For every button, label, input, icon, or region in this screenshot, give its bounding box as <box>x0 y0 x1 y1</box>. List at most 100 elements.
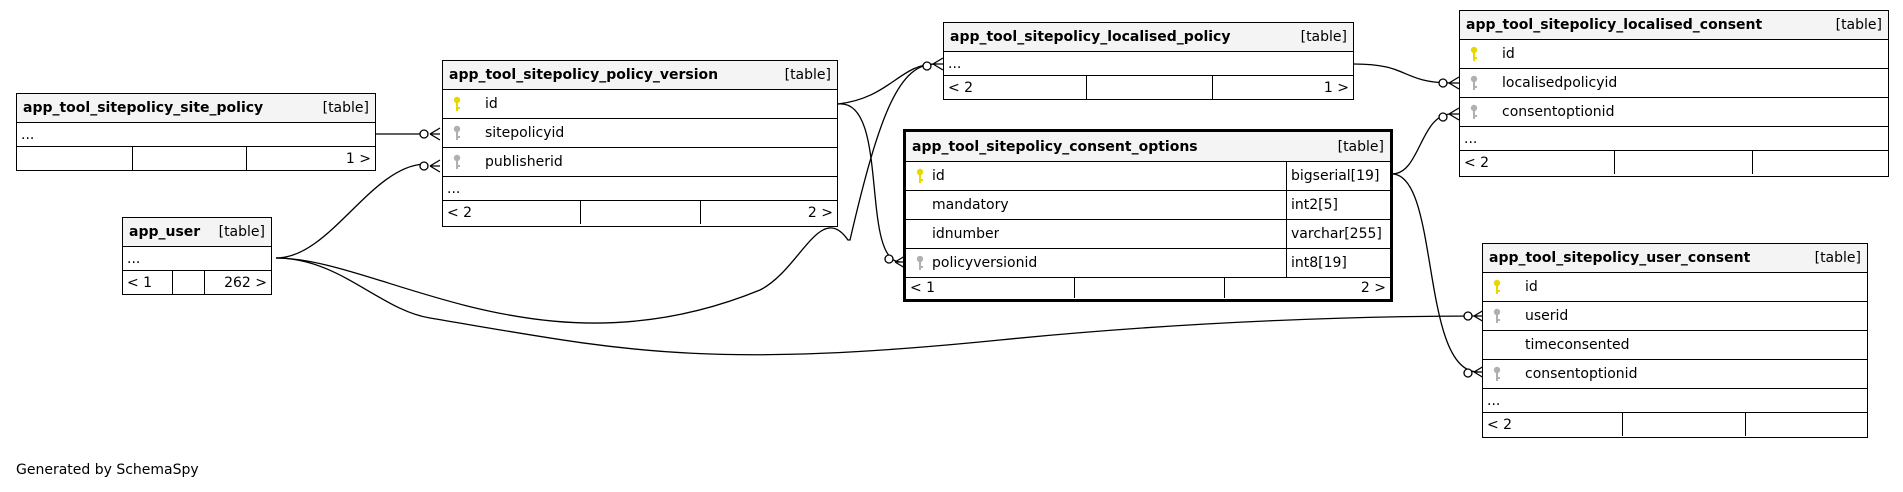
column-row: idnumber varchar[255] <box>906 220 1390 249</box>
edge-options-to-user-consentoptionid <box>1391 173 1479 373</box>
table-name: app_user <box>129 224 201 240</box>
table-name: app_tool_sitepolicy_policy_version <box>449 67 719 83</box>
foreign-key-icon <box>453 125 461 140</box>
optional-marker <box>1438 112 1448 122</box>
generated-by-footer: Generated by SchemaSpy <box>16 462 199 478</box>
column-row: timeconsented <box>1483 331 1867 360</box>
column-row: consentoptionid <box>1483 360 1867 389</box>
table-nav-row: < 2 <box>1483 413 1867 436</box>
foreign-key-icon <box>1470 104 1478 119</box>
more-columns: ... <box>447 180 461 197</box>
nav-next[interactable]: 2 > <box>1360 280 1386 296</box>
edge-version-to-localised-policy <box>837 63 936 105</box>
table-name: app_tool_sitepolicy_consent_options <box>912 138 1198 155</box>
column-name: policyversionid <box>932 255 1038 271</box>
table-nav-row: < 1 2 > <box>906 278 1390 298</box>
foreign-key-icon <box>916 255 924 270</box>
column-row: policyversionid int8[19] <box>906 249 1390 278</box>
table-nav-row: 1 > <box>17 147 375 170</box>
column-name: id <box>485 96 498 112</box>
table-type: [table] <box>218 224 265 240</box>
more-columns: ... <box>1487 392 1501 409</box>
column-type: bigserial[19] <box>1286 162 1390 190</box>
column-name: userid <box>1525 308 1569 324</box>
nav-prev[interactable]: < 2 <box>1487 416 1513 433</box>
table-header: app_tool_sitepolicy_site_policy [table] <box>17 94 375 123</box>
nav-next[interactable]: 262 > <box>224 274 267 291</box>
more-columns: ... <box>127 250 141 267</box>
table-name: app_tool_sitepolicy_site_policy <box>23 100 264 116</box>
nav-next[interactable]: 1 > <box>345 150 371 167</box>
column-name: consentoptionid <box>1502 104 1615 120</box>
table-header: app_tool_sitepolicy_localised_consent [t… <box>1460 11 1888 40</box>
column-row: sitepolicyid <box>443 119 837 148</box>
column-name: consentoptionid <box>1525 366 1638 382</box>
table-type: [table] <box>1814 250 1861 266</box>
crowfoot-marker <box>1448 76 1460 90</box>
table-header: app_tool_sitepolicy_policy_version [tabl… <box>443 61 837 90</box>
column-name: id <box>1502 46 1515 62</box>
column-name: id <box>1525 279 1538 295</box>
column-row: userid <box>1483 302 1867 331</box>
foreign-key-icon <box>1470 75 1478 90</box>
table-user-consent[interactable]: app_tool_sitepolicy_user_consent [table]… <box>1482 243 1868 438</box>
column-row: consentoptionid <box>1460 98 1888 127</box>
nav-prev[interactable]: < 2 <box>1464 154 1490 171</box>
crowfoot-marker <box>1448 107 1460 121</box>
column-row: localisedpolicyid <box>1460 69 1888 98</box>
nav-next[interactable]: 2 > <box>807 204 833 221</box>
table-header: app_tool_sitepolicy_user_consent [table] <box>1483 244 1867 273</box>
table-localised-policy[interactable]: app_tool_sitepolicy_localised_policy [ta… <box>943 22 1354 100</box>
column-row: id bigserial[19] <box>906 162 1390 191</box>
table-type: [table] <box>322 100 369 116</box>
primary-key-icon <box>453 96 461 111</box>
optional-marker <box>419 161 429 171</box>
table-nav-row: < 2 2 > <box>443 201 837 224</box>
foreign-key-icon <box>1493 308 1501 323</box>
column-type: int2[5] <box>1286 191 1390 219</box>
column-row: id <box>1460 40 1888 69</box>
optional-marker <box>884 254 894 264</box>
column-name: publisherid <box>485 154 563 170</box>
table-name: app_tool_sitepolicy_localised_consent <box>1466 17 1763 33</box>
table-type: [table] <box>1300 29 1347 45</box>
more-columns: ... <box>948 55 962 72</box>
nav-prev[interactable]: < 2 <box>447 204 473 221</box>
optional-marker <box>419 129 429 139</box>
optional-marker <box>922 61 932 71</box>
optional-marker <box>1463 311 1473 321</box>
table-consent-options[interactable]: app_tool_sitepolicy_consent_options [tab… <box>903 129 1393 302</box>
crowfoot-marker <box>429 127 441 141</box>
table-header: app_tool_sitepolicy_localised_policy [ta… <box>944 23 1353 52</box>
table-name: app_tool_sitepolicy_user_consent <box>1489 250 1751 266</box>
table-policy-version[interactable]: app_tool_sitepolicy_policy_version [tabl… <box>442 60 838 227</box>
column-row: mandatory int2[5] <box>906 191 1390 220</box>
nav-prev[interactable]: < 1 <box>127 274 153 291</box>
crowfoot-marker <box>932 57 944 71</box>
table-nav-row: < 2 <box>1460 151 1888 174</box>
edge-user-to-publisherid <box>275 163 425 259</box>
column-name: sitepolicyid <box>485 125 565 141</box>
nav-prev[interactable]: < 1 <box>910 280 936 296</box>
table-nav-row: < 2 1 > <box>944 76 1353 99</box>
nav-next[interactable]: 1 > <box>1323 79 1349 96</box>
column-row: id <box>1483 273 1867 302</box>
table-app-user[interactable]: app_user [table] ... < 1 262 > <box>122 217 272 295</box>
table-nav-row: < 1 262 > <box>123 271 271 294</box>
more-columns: ... <box>21 126 35 143</box>
primary-key-icon <box>1470 46 1478 61</box>
table-header: app_user [table] <box>123 218 271 247</box>
table-site-policy[interactable]: app_tool_sitepolicy_site_policy [table] … <box>16 93 376 171</box>
column-name: idnumber <box>932 226 1000 242</box>
edge-version-to-policyversionid <box>837 103 901 263</box>
foreign-key-icon <box>453 154 461 169</box>
table-type: [table] <box>1835 17 1882 33</box>
edge-user-to-userid <box>275 257 1479 356</box>
column-row: id <box>443 90 837 119</box>
edge-user-to-localised-policy <box>275 63 936 324</box>
edge-options-to-consentoptionid <box>1391 113 1451 175</box>
table-localised-consent[interactable]: app_tool_sitepolicy_localised_consent [t… <box>1459 10 1889 177</box>
nav-prev[interactable]: < 2 <box>948 79 974 96</box>
optional-marker <box>1438 78 1448 88</box>
edge-localised-policy-to-consent <box>1353 63 1451 84</box>
